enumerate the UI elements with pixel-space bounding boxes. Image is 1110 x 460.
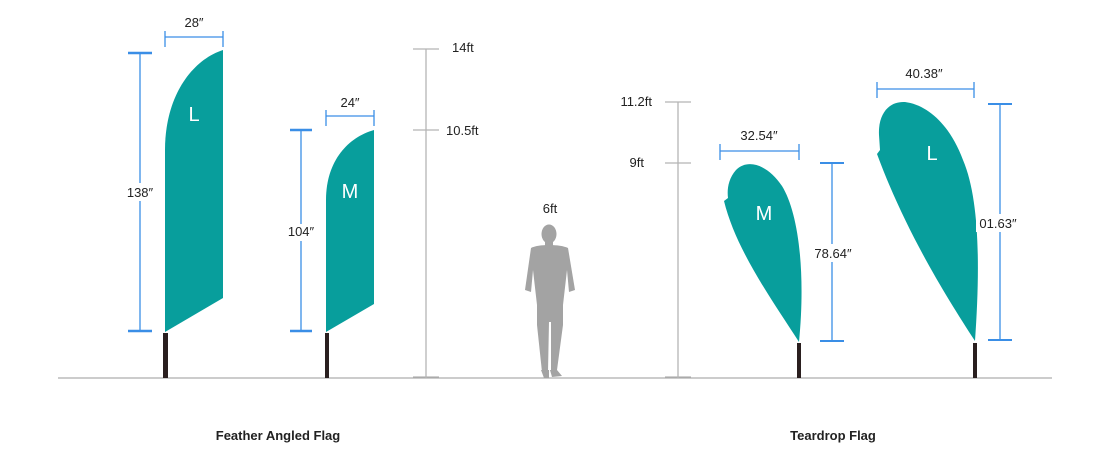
feather-flag-large: L 28″ 138″ bbox=[120, 15, 224, 378]
teardrop-medium-height-label: 78.64″ bbox=[814, 246, 852, 261]
feather-medium-height-label: 104″ bbox=[288, 224, 315, 239]
feather-large-width-dimension bbox=[164, 31, 224, 47]
teardrop-flag-large: L 40.38″ 01.63″ bbox=[876, 66, 1020, 378]
feather-flag-medium: M 24″ 104″ bbox=[283, 95, 375, 378]
teardrop-large-width-dimension bbox=[876, 82, 975, 98]
teardrop-large-width-label: 40.38″ bbox=[905, 66, 943, 81]
teardrop-large-height-label: 01.63″ bbox=[979, 216, 1017, 231]
feather-medium-letter: M bbox=[342, 181, 359, 203]
teardrop-medium-pole bbox=[797, 343, 801, 378]
right-scale-top-label: 11.2ft bbox=[620, 94, 652, 109]
teardrop-medium-width-dimension bbox=[719, 144, 800, 160]
feather-medium-width-label: 24″ bbox=[340, 95, 359, 110]
teardrop-medium-banner bbox=[724, 164, 802, 342]
feather-large-letter: L bbox=[188, 104, 199, 126]
feather-caption: Feather Angled Flag bbox=[216, 428, 341, 443]
right-height-scale bbox=[665, 101, 691, 378]
teardrop-large-letter: L bbox=[926, 143, 937, 165]
left-height-scale bbox=[413, 48, 439, 378]
teardrop-caption: Teardrop Flag bbox=[790, 428, 876, 443]
feather-large-banner bbox=[165, 50, 223, 332]
teardrop-flag-medium: M 32.54″ 78.64″ bbox=[719, 128, 854, 378]
teardrop-medium-letter: M bbox=[756, 203, 773, 225]
left-scale-top-label: 14ft bbox=[452, 40, 474, 55]
feather-large-height-label: 138″ bbox=[127, 185, 154, 200]
feather-large-width-label: 28″ bbox=[184, 15, 203, 30]
feather-large-pole bbox=[163, 333, 168, 378]
feather-medium-pole bbox=[325, 333, 329, 378]
feather-medium-banner bbox=[326, 130, 374, 332]
teardrop-medium-width-label: 32.54″ bbox=[740, 128, 778, 143]
teardrop-large-pole bbox=[973, 343, 977, 378]
person-height-label: 6ft bbox=[543, 201, 558, 216]
left-scale-mid-label: 10.5ft bbox=[446, 123, 479, 138]
teardrop-large-banner bbox=[877, 101, 978, 341]
feather-medium-width-dimension bbox=[325, 110, 375, 126]
person-silhouette bbox=[525, 224, 575, 378]
right-scale-mid-label: 9ft bbox=[630, 155, 645, 170]
